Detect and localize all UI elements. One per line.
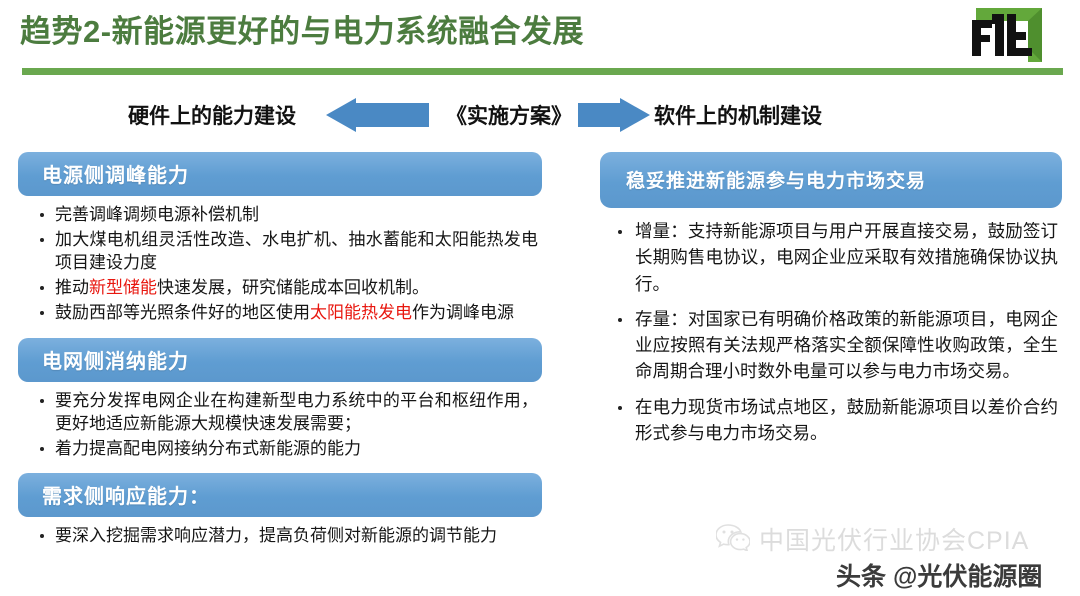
page-title: 趋势2-新能源更好的与电力系统融合发展	[20, 14, 585, 49]
left-column: 电源侧调峰能力完善调峰调频电源补偿机制加大煤电机组灵活性改造、水电扩机、抽水蓄能…	[18, 152, 542, 560]
fn-logo	[962, 4, 1052, 66]
bullet-item: 完善调峰调频电源补偿机制	[38, 203, 538, 226]
bullet-text: 存量：对国家已有明确价格政策的新能源项目，电网企业应按照有关法规严格落实全额保障…	[635, 308, 1058, 382]
highlighted-text: 新型储能	[89, 278, 157, 298]
section-header: 电网侧消纳能力	[18, 337, 542, 382]
bullet-text: 在电力现货市场试点地区，鼓励新能源项目以差价合约形式参与电力市场交易。	[635, 396, 1058, 443]
bullet-text: 作为调峰电源	[412, 303, 514, 323]
bullet-item: 存量：对国家已有明确价格政策的新能源项目，电网企业应按照有关法规严格落实全额保障…	[616, 306, 1058, 385]
arrow-right-icon	[578, 98, 650, 137]
bullet-list: 要深入挖掘需求响应潜力，提高负荷侧对新能源的调节能力	[18, 524, 542, 547]
bullet-text: 完善调峰调频电源补偿机制	[55, 205, 259, 224]
title-divider	[22, 68, 1063, 75]
bullet-text: 增量：支持新能源项目与用户开展直接交易，鼓励签订长期购售电协议，电网企业应采取有…	[635, 221, 1058, 294]
section-header: 稳妥推进新能源参与电力市场交易	[600, 152, 1062, 208]
bullet-text: 快速发展，研究储能成本回收机制。	[157, 278, 429, 298]
bullet-text: 要充分发挥电网企业在构建新型电力系统中的平台和枢纽作用，更好地适应新能源大规模快…	[55, 390, 538, 433]
bullet-list: 完善调峰调频电源补偿机制加大煤电机组灵活性改造、水电扩机、抽水蓄能和太阳能热发电…	[18, 203, 542, 325]
slide-header: 趋势2-新能源更好的与电力系统融合发展	[0, 0, 1080, 82]
wechat-icon	[715, 523, 751, 556]
bullet-text: 要深入挖掘需求响应潜力，提高负荷侧对新能源的调节能力	[55, 525, 497, 545]
section-header: 电源侧调峰能力	[18, 152, 542, 196]
section-header: 需求侧响应能力：	[18, 472, 542, 517]
cpia-watermark-text: 中国光伏行业协会CPIA	[759, 527, 1030, 555]
bullet-text: 推动	[55, 278, 89, 298]
bullet-item: 鼓励西部等光照条件好的地区使用太阳能热发电作为调峰电源	[38, 301, 538, 324]
bullet-item: 要充分发挥电网企业在构建新型电力系统中的平台和枢纽作用，更好地适应新能源大规模快…	[38, 389, 538, 435]
bullet-item: 着力提高配电网接纳分布式新能源的能力	[38, 437, 538, 460]
banner-left-label: 硬件上的能力建设	[128, 104, 296, 128]
bullet-item: 在电力现货市场试点地区，鼓励新能源项目以差价合约形式参与电力市场交易。	[616, 394, 1058, 447]
bullet-item: 增量：支持新能源项目与用户开展直接交易，鼓励签订长期购售电协议，电网企业应采取有…	[616, 218, 1058, 297]
banner-mid-label: 《实施方案》	[446, 104, 572, 128]
bullet-list: 要充分发挥电网企业在构建新型电力系统中的平台和枢纽作用，更好地适应新能源大规模快…	[18, 389, 542, 460]
bullet-text: 鼓励西部等光照条件好的地区使用	[55, 303, 310, 323]
bullet-text: 加大煤电机组灵活性改造、水电扩机、抽水蓄能和太阳能热发电项目建设力度	[55, 230, 538, 273]
highlighted-text: 太阳能热发电	[310, 303, 412, 323]
toutiao-watermark: 头条 @光伏能源圈	[836, 563, 1043, 591]
banner-row: 硬件上的能力建设 《实施方案》 软件上的机制建设	[0, 94, 1080, 138]
arrow-left-icon	[326, 98, 429, 137]
bullet-item: 加大煤电机组灵活性改造、水电扩机、抽水蓄能和太阳能热发电项目建设力度	[38, 228, 538, 274]
banner-right-label: 软件上的机制建设	[654, 104, 822, 128]
bullet-item: 要深入挖掘需求响应潜力，提高负荷侧对新能源的调节能力	[38, 524, 538, 547]
right-column: 稳妥推进新能源参与电力市场交易增量：支持新能源项目与用户开展直接交易，鼓励签订长…	[600, 152, 1062, 459]
bullet-list: 增量：支持新能源项目与用户开展直接交易，鼓励签订长期购售电协议，电网企业应采取有…	[600, 218, 1062, 446]
cpia-watermark: 中国光伏行业协会CPIA	[715, 521, 1030, 557]
bullet-item: 推动新型储能快速发展，研究储能成本回收机制。	[38, 276, 538, 299]
bullet-text: 着力提高配电网接纳分布式新能源的能力	[55, 438, 361, 458]
